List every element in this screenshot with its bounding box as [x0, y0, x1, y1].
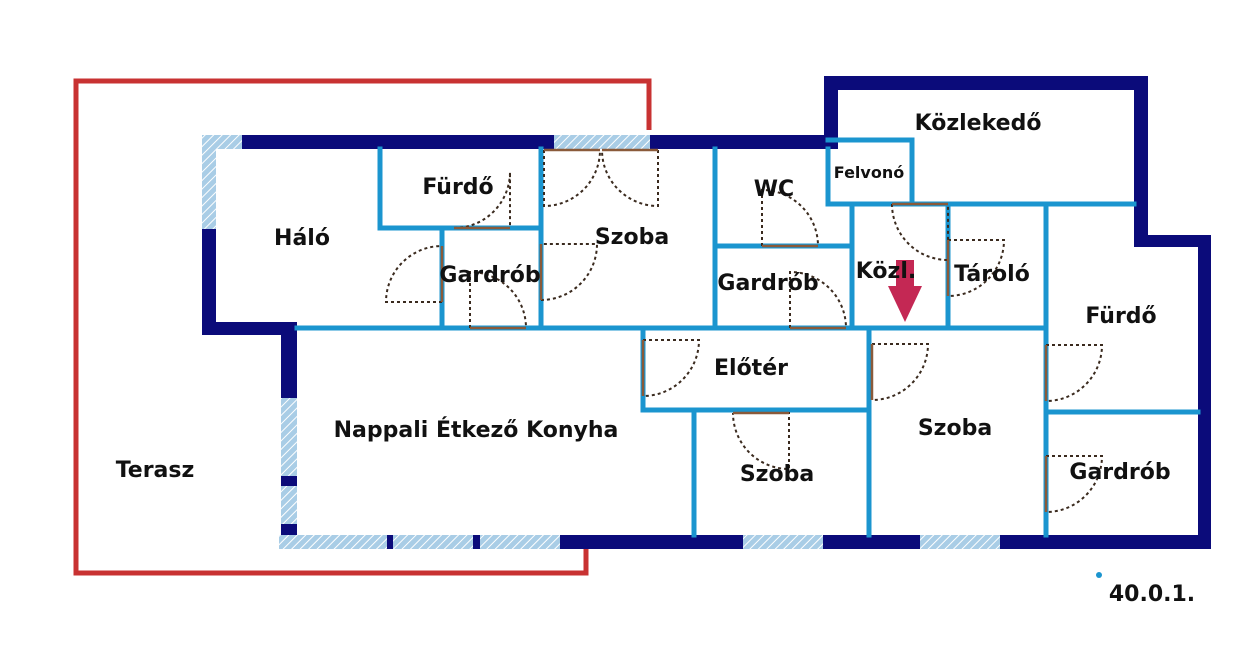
room-gardrob-left: Gardrób [439, 263, 540, 288]
room-kozlekedo: Közlekedő [915, 111, 1042, 136]
room-eloter: Előtér [714, 356, 788, 381]
terrace-outline [73, 78, 652, 576]
room-gardrob-middle: Gardrób [717, 271, 818, 296]
doors [384, 148, 1104, 513]
room-szoba-bottom: Szoba [740, 462, 814, 487]
room-labels: Közlekedő Felvonó WC Fürdő Háló Szoba Ga… [116, 111, 1195, 607]
room-gardrob-right: Gardrób [1069, 460, 1170, 485]
room-kozl: Közl. [856, 259, 916, 284]
room-wc: WC [754, 177, 794, 202]
room-terasz: Terasz [116, 458, 195, 483]
entrance-arrow-icon [888, 260, 922, 322]
room-szoba-right: Szoba [918, 416, 992, 441]
room-halo: Háló [274, 226, 330, 251]
room-furdo-right: Fürdő [1085, 304, 1156, 329]
room-nappali: Nappali Étkező Konyha [334, 417, 619, 443]
room-felvono: Felvonó [834, 163, 904, 182]
outer-walls [202, 76, 1211, 549]
room-furdo-top: Fürdő [422, 175, 493, 200]
room-szoba-top: Szoba [595, 225, 669, 250]
unit-code: 40.0.1. [1109, 582, 1195, 607]
locator-dot [1096, 572, 1102, 578]
windows [202, 135, 1000, 549]
room-tarolo: Tároló [954, 262, 1030, 287]
